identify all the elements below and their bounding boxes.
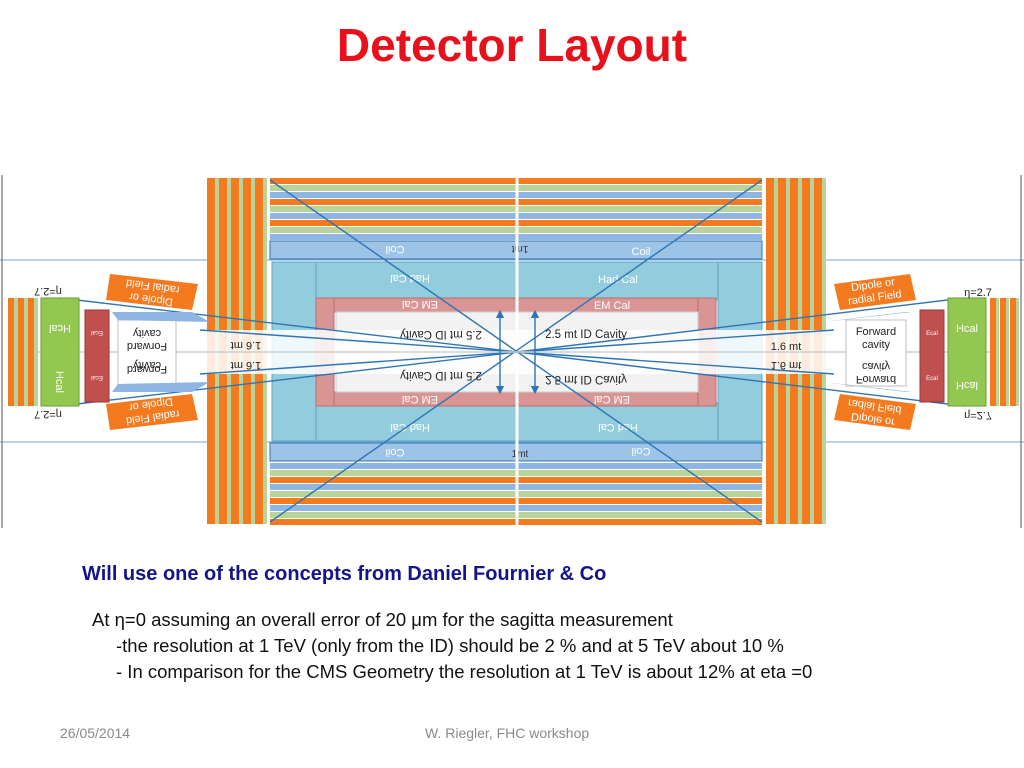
footer-author: W. Riegler, FHC workshop — [425, 725, 590, 741]
forward-gap — [1006, 298, 1009, 406]
forward-bar — [28, 298, 34, 406]
subtitle: Will use one of the concepts from Daniel… — [82, 563, 607, 585]
forward-cavity-left — [117, 319, 177, 387]
coil-bottom-mid-label: 1mt — [512, 449, 529, 460]
forward-bar — [8, 298, 14, 406]
slide-title: Detector Layout — [336, 19, 688, 71]
ecal-left-top-label: Ecal — [91, 329, 103, 335]
hcal-right — [947, 297, 987, 407]
eta-label-left-top: η=2.7 — [34, 285, 62, 297]
body-line-2: -the resolution at 1 TeV (only from the … — [116, 635, 784, 656]
id-cavity-label-tr: 2.5 mt ID Cavity — [545, 329, 627, 341]
body-line-3: - In comparison for the CMS Geometry the… — [116, 661, 813, 682]
eta-label-left-bottom: η=2.7 — [34, 408, 62, 420]
ecal-left — [84, 309, 110, 403]
forward-bar — [18, 298, 24, 406]
hcal-right-bottom-label: Hcal — [956, 379, 978, 391]
forward-gap — [996, 298, 999, 406]
forward-cavity-right — [845, 319, 907, 387]
footer-date: 26/05/2014 — [60, 725, 131, 741]
had-cal-bottom-right-label: Had Cal — [598, 421, 638, 433]
coil-bottom-right-label: Coil — [632, 445, 651, 457]
length-label-right-top: 1.6 mt — [771, 341, 802, 353]
length-label-left-top: 1.6 mt — [231, 339, 262, 351]
em-cal-top-right-label: EM Cal — [594, 300, 630, 312]
em-cal-bottom-right-label: EM Cal — [594, 393, 630, 405]
coil-bottom-left-label: Coil — [386, 446, 405, 458]
forward-gap — [24, 298, 28, 406]
body-line-1: At η=0 assuming an overall error of 20 μ… — [92, 609, 673, 630]
dipole-right-bottom: Dipole or radial Field — [822, 382, 916, 430]
forward-cavity-left-top-l1: Forward — [127, 340, 167, 352]
far-right-stripes — [990, 298, 1019, 406]
hcal-left-top-label: Hcal — [49, 322, 71, 334]
forward-cavity-right-bottom-l2: cavity — [862, 360, 891, 372]
length-label-right-bottom: 1.6 mt — [771, 359, 802, 371]
dipole-left-bottom: radial Field Dipole or — [106, 382, 210, 430]
id-cavity-label-br: 2.5 mt ID Cavity — [545, 373, 627, 385]
forward-gap — [14, 298, 18, 406]
hcal-left-bottom-label: Hcal — [53, 371, 65, 393]
eta-label-right-bottom: η=2.7 — [964, 409, 992, 421]
ecal-right — [919, 309, 945, 403]
forward-cavity-left-bottom-l1: Forward — [127, 363, 167, 375]
coil-top-mid-label: 1mt — [511, 243, 528, 254]
forward-cavity-left-bottom-l2: cavity — [132, 359, 161, 371]
body-text: At η=0 assuming an overall error of 20 μ… — [92, 607, 812, 685]
far-left-stripes — [8, 298, 38, 406]
forward-gap — [34, 298, 38, 406]
em-cal-bottom-left-label: EM Cal — [402, 393, 438, 405]
forward-cavity-left-top-l2: cavity — [132, 327, 161, 339]
length-label-left-bottom: 1.6 mt — [231, 359, 262, 371]
coil-top-left-label: Coil — [386, 243, 405, 255]
ecal-left-bottom-label: Ecal — [91, 374, 103, 380]
id-cavity-label-tl: 2.5 mt ID Cavity — [400, 328, 482, 340]
ecal-right-top-label: Ecal — [926, 331, 938, 337]
outer-lines — [0, 175, 1024, 528]
eta-label-right-top: η=2.7 — [964, 287, 992, 299]
ecal-right-bottom-label: Ecal — [926, 376, 938, 382]
eta-lines — [30, 179, 994, 523]
had-cal-bottom-left-label: Had Cal — [390, 421, 430, 433]
forward-cavity-right-top-l1: Forward — [856, 326, 896, 338]
forward-bar — [1010, 298, 1016, 406]
dipole-left-top: Dipole or radial Field — [106, 274, 210, 322]
hcal-right-top-label: Hcal — [956, 323, 978, 335]
forward-cavity-right-bottom-l1: Forward — [856, 373, 896, 385]
dipole-right-top: Dipole or radial Field — [822, 274, 916, 322]
detector-layout-diagram: Coil Coil 1mt Coil Coil 1mt Had Cal Had … — [0, 175, 1024, 528]
forward-gap — [1016, 298, 1019, 406]
em-cal-top-left-label: EM Cal — [402, 298, 438, 310]
coil-top-right-label: Coil — [632, 246, 651, 258]
id-cavity-label-bl: 2.5 mt ID Cavity — [400, 369, 482, 381]
forward-bar — [1000, 298, 1006, 406]
forward-cavity-right-top-l2: cavity — [862, 339, 891, 351]
hcal-left — [40, 297, 80, 407]
forward-bar — [990, 298, 996, 406]
